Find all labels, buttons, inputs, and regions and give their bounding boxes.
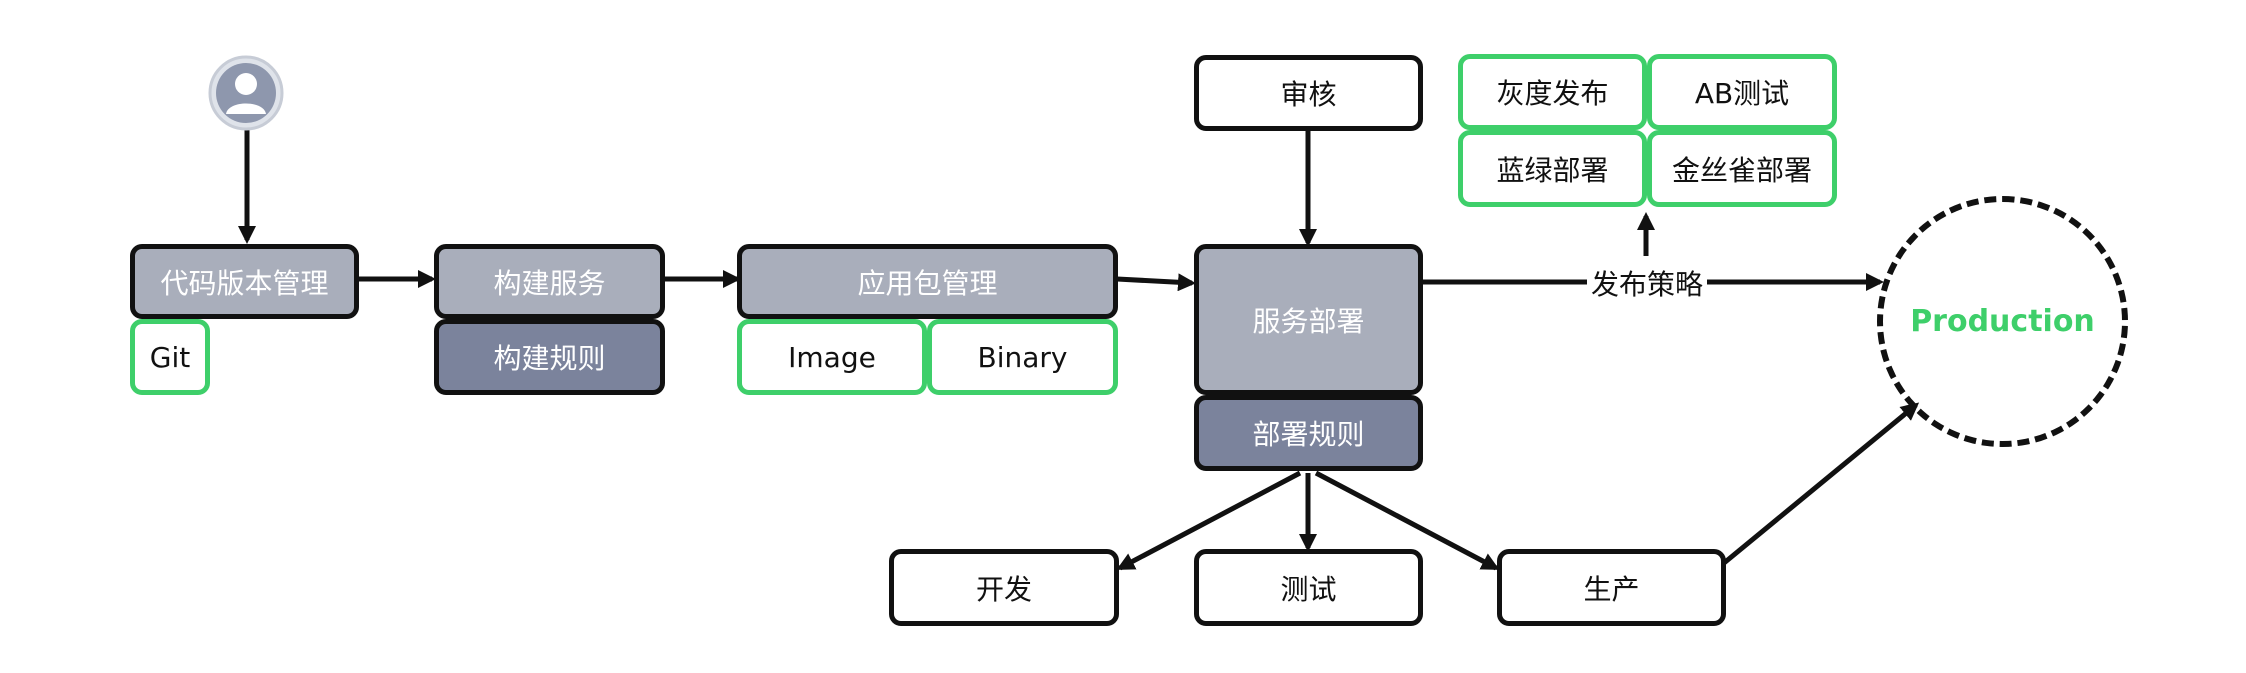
dev-env-box: 开发 xyxy=(889,549,1119,626)
gray-release-box: 灰度发布 xyxy=(1458,54,1647,130)
deploy-service: 服务部署 xyxy=(1194,244,1423,395)
ab-test-box: AB测试 xyxy=(1647,54,1837,130)
build-rules: 构建规则 xyxy=(434,319,665,395)
build-service: 构建服务 xyxy=(434,244,665,319)
arrow-rules-to-prod xyxy=(1314,470,1500,571)
blue-green-box: 蓝绿部署 xyxy=(1458,130,1647,207)
git-box: Git xyxy=(130,319,210,395)
image-box: Image xyxy=(737,319,927,395)
binary-box: Binary xyxy=(927,319,1118,395)
deploy-rules: 部署规则 xyxy=(1194,395,1423,471)
user-avatar-icon xyxy=(207,54,285,132)
review-box: 审核 xyxy=(1194,55,1423,131)
release-strategy-label: 发布策略 xyxy=(1587,263,1708,303)
app-package-management: 应用包管理 xyxy=(737,244,1118,319)
arrow-prod-to-production xyxy=(1722,402,1920,565)
production-circle: Production xyxy=(1877,196,2128,447)
arrow-rules-to-dev xyxy=(1116,470,1302,571)
code-version-management: 代码版本管理 xyxy=(130,244,359,319)
prod-env-box: 生产 xyxy=(1497,549,1726,626)
canary-box: 金丝雀部署 xyxy=(1647,130,1837,207)
test-env-box: 测试 xyxy=(1194,549,1423,626)
arrow-pkg-to-deploy xyxy=(1116,273,1196,292)
production-label: Production xyxy=(1910,304,2095,339)
